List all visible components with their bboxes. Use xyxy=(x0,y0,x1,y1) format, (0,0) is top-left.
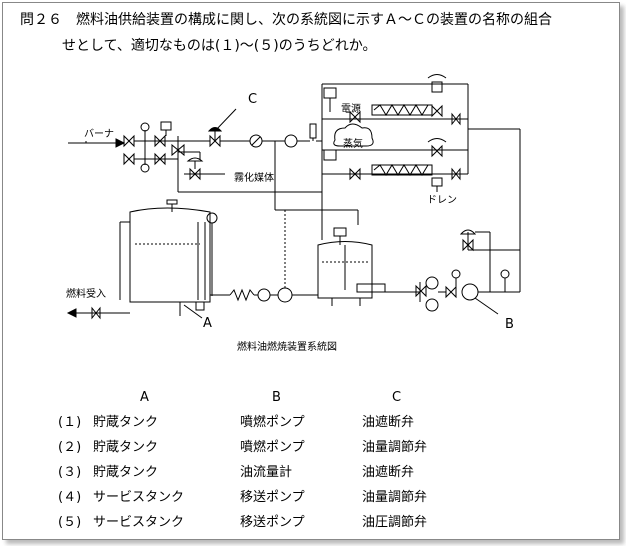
label-a: A xyxy=(203,316,212,331)
atomizing-line xyxy=(178,151,225,181)
option-c: 油量調節弁 xyxy=(362,490,428,505)
label-steam: 蒸気 xyxy=(343,139,363,150)
option-a: 貯蔵タンク xyxy=(93,415,159,430)
heater-loop xyxy=(321,74,521,292)
label-c: C xyxy=(248,92,258,107)
option-row: (５) サービスタンク 移送ポンプ 油圧調節弁 xyxy=(0,514,626,532)
label-b: B xyxy=(505,317,514,332)
option-number: (５) xyxy=(58,515,82,530)
piping xyxy=(177,141,520,292)
tank-a xyxy=(119,199,218,316)
burner-line xyxy=(68,121,210,180)
option-row: (３) 貯蔵タンク 油流量計 油遮断弁 xyxy=(0,464,626,482)
option-c: 油量調節弁 xyxy=(362,440,428,455)
option-number: (４) xyxy=(58,490,82,505)
page-frame xyxy=(2,2,620,540)
header-c: C xyxy=(392,390,402,405)
option-number: (１) xyxy=(58,415,82,430)
label-drain: ドレン xyxy=(427,195,457,206)
diagram-caption: 燃料油燃焼装置系統図 xyxy=(237,342,337,353)
transfer-line xyxy=(210,209,340,303)
option-b: 移送ポンプ xyxy=(240,490,305,505)
receive-line xyxy=(66,306,130,320)
service-tank xyxy=(317,227,420,306)
option-row: (１) 貯蔵タンク 噴燃ポンプ 油遮断弁 xyxy=(0,414,626,432)
pump-b xyxy=(415,269,520,315)
option-b: 噴燃ポンプ xyxy=(240,415,305,430)
option-a: 貯蔵タンク xyxy=(93,440,159,455)
header-a: A xyxy=(140,390,149,405)
header-b: B xyxy=(272,390,281,405)
option-a: サービスタンク xyxy=(93,515,185,530)
option-c: 油遮断弁 xyxy=(362,465,415,480)
question-line-1: 問２６ 燃料油供給装置の構成に関し、次の系統図に示すＡ～Ｃの装置の名称の組合 xyxy=(20,12,552,28)
option-b: 油流量計 xyxy=(240,465,293,480)
option-number: (３) xyxy=(58,465,82,480)
label-atomizing: 霧化媒体 xyxy=(234,173,274,184)
option-row: (２) 貯蔵タンク 噴燃ポンプ 油量調節弁 xyxy=(0,439,626,457)
c-control-valve xyxy=(207,108,322,148)
option-c: 油圧調節弁 xyxy=(362,515,428,530)
label-power: 電源 xyxy=(341,104,361,115)
option-a: サービスタンク xyxy=(93,490,185,505)
leader-a xyxy=(183,304,203,319)
option-number: (２) xyxy=(58,440,82,455)
option-b: 噴燃ポンプ xyxy=(240,440,305,455)
question-line-2: せとして、適切なものは(１)～(５)のうちどれか。 xyxy=(62,38,377,54)
option-c: 油遮断弁 xyxy=(362,415,415,430)
option-b: 移送ポンプ xyxy=(240,515,305,530)
option-a: 貯蔵タンク xyxy=(93,465,159,480)
option-row: (４) サービスタンク 移送ポンプ 油量調節弁 xyxy=(0,489,626,507)
label-receive: 燃料受入 xyxy=(66,289,106,300)
label-burner: バーナ xyxy=(84,129,114,140)
